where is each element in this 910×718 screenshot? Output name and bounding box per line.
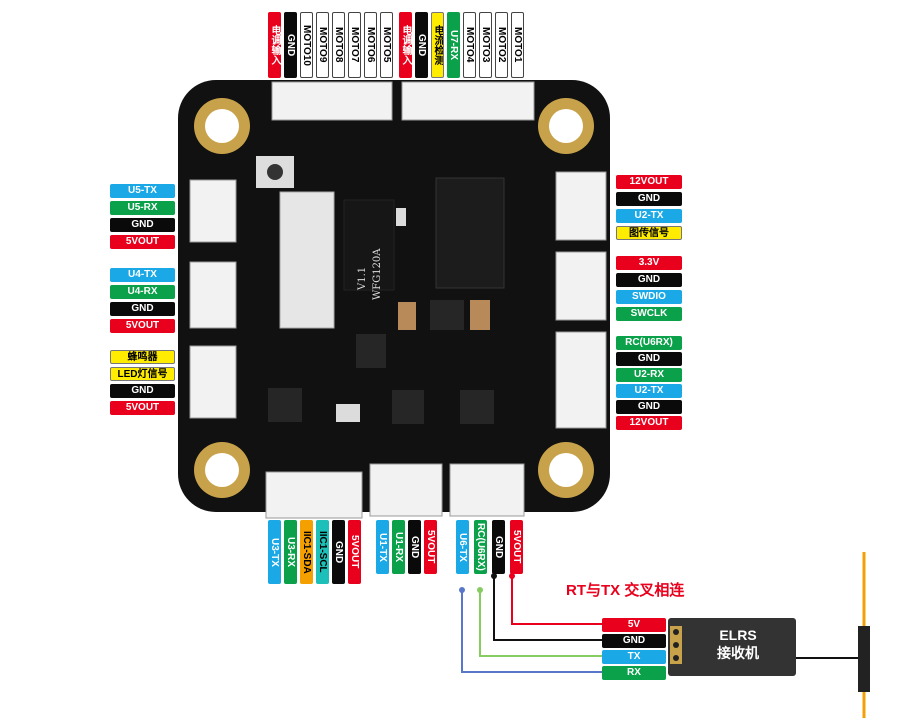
left-group-1-label-3: 5VOUT: [110, 235, 175, 249]
top-connector-left-label-1: GND: [284, 12, 297, 78]
top-connector-right-label-1: GND: [415, 12, 428, 78]
top-connector-left-label-4: MOTO8: [332, 12, 345, 78]
mounting-hole-br: [538, 442, 594, 498]
mounting-hole-tl: [194, 98, 250, 154]
pcb: [178, 80, 610, 512]
right-group-1-label-3: 图传信号: [616, 226, 682, 240]
pin-label-rx: RX: [602, 666, 666, 680]
top-connector-left-label-3: MOTO9: [316, 12, 329, 78]
bottom-group-1-label-4: GND: [332, 520, 345, 584]
left-group-3-label-1: LED灯信号: [110, 367, 175, 381]
bottom-connector-2: [369, 463, 443, 517]
top-connector-right-label-3: U7-RX: [447, 12, 460, 78]
bottom-group-3-label-0: U6-TX: [456, 520, 469, 574]
left-group-3-label-2: GND: [110, 384, 175, 398]
wire-tx: [479, 588, 612, 657]
right-group-1-label-1: GND: [616, 192, 682, 206]
pin-label-tx: TX: [602, 650, 666, 664]
pin-label-5v: 5V: [602, 618, 666, 632]
right-group-2-label-3: SWCLK: [616, 307, 682, 321]
top-connector-right: [401, 81, 535, 121]
left-group-2-label-1: U4-RX: [110, 285, 175, 299]
top-connector-right-label-6: MOTO2: [495, 12, 508, 78]
bottom-connector-3: [449, 463, 525, 517]
mounting-hole-bl: [194, 442, 250, 498]
bottom-group-1-label-3: IIC1-SCL: [316, 520, 329, 584]
left-connector-3: [189, 345, 237, 419]
bottom-group-1-label-2: IIC1-SDA: [300, 520, 313, 584]
bottom-group-3-label-1: RC(U6RX): [474, 520, 487, 574]
left-group-2-label-2: GND: [110, 302, 175, 316]
bottom-group-2-label-3: 5VOUT: [424, 520, 437, 574]
bottom-group-3-label-3: 5VOUT: [510, 520, 523, 574]
bottom-group-1-label-5: 5VOUT: [348, 520, 361, 584]
shield-can: [279, 191, 335, 329]
top-connector-right-label-7: MOTO1: [511, 12, 524, 78]
top-connector-left-label-7: MOTO5: [380, 12, 393, 78]
right-group-3-label-1: GND: [616, 352, 682, 366]
right-group-3-label-0: RC(U6RX): [616, 336, 682, 350]
top-connector-left-label-2: MOTO10: [300, 12, 313, 78]
mounting-hole-tr: [538, 98, 594, 154]
wiring-title: RT与TX 交叉相连: [566, 582, 685, 599]
left-group-2-label-3: 5VOUT: [110, 319, 175, 333]
left-group-3-label-3: 5VOUT: [110, 401, 175, 415]
right-connector-1: [555, 171, 607, 241]
top-connector-left-label-0: 电调输入: [268, 12, 281, 78]
elrs-receiver: [668, 618, 796, 676]
top-connector-right-label-0: 电调输入: [399, 12, 412, 78]
wire-5v: [511, 572, 612, 625]
left-connector-1: [189, 179, 237, 243]
top-connector-right-label-5: MOTO3: [479, 12, 492, 78]
right-group-3-label-3: U2-TX: [616, 384, 682, 398]
wire-gnd: [493, 572, 612, 641]
top-connector-right-label-2: 电流检测: [431, 12, 444, 78]
receiver-name-2: 接收机: [717, 645, 759, 661]
bottom-group-2-label-0: U1-TX: [376, 520, 389, 574]
right-group-2-label-2: SWDIO: [616, 290, 682, 304]
bottom-group-1-label-1: U3-RX: [284, 520, 297, 584]
right-group-3-label-2: U2-RX: [616, 368, 682, 382]
left-connector-2: [189, 261, 237, 329]
board-model: WFG120A: [372, 248, 383, 300]
right-group-2-label-0: 3.3V: [616, 256, 682, 270]
antenna: [858, 626, 870, 692]
left-group-1-label-2: GND: [110, 218, 175, 232]
bottom-group-3-label-2: GND: [492, 520, 505, 574]
right-connector-3: [555, 331, 607, 429]
right-group-3-label-5: 12VOUT: [616, 416, 682, 430]
left-group-3-label-0: 蜂鸣器: [110, 350, 175, 364]
bottom-connector-1: [265, 471, 363, 519]
board-version: V1.1: [357, 267, 368, 291]
top-connector-left-label-5: MOTO7: [348, 12, 361, 78]
top-connector-left: [271, 81, 393, 121]
right-group-1-label-2: U2-TX: [616, 209, 682, 223]
top-connector-right-label-4: MOTO4: [463, 12, 476, 78]
receiver-name-1: ELRS: [719, 627, 757, 643]
receiver-name: ELRS 接收机: [698, 626, 778, 662]
right-group-3-label-4: GND: [616, 400, 682, 414]
left-group-1-label-0: U5-TX: [110, 184, 175, 198]
top-connector-left-label-6: MOTO6: [364, 12, 377, 78]
left-group-2-label-0: U4-TX: [110, 268, 175, 282]
left-group-1-label-1: U5-RX: [110, 201, 175, 215]
pin-label-gnd: GND: [602, 634, 666, 648]
wire-rx: [461, 588, 612, 673]
right-connector-2: [555, 251, 607, 321]
right-group-2-label-1: GND: [616, 273, 682, 287]
right-group-1-label-0: 12VOUT: [616, 175, 682, 189]
bottom-group-2-label-1: U1-RX: [392, 520, 405, 574]
mcu-chip: [435, 177, 505, 289]
bottom-group-1-label-0: U3-TX: [268, 520, 281, 584]
bottom-group-2-label-2: GND: [408, 520, 421, 574]
